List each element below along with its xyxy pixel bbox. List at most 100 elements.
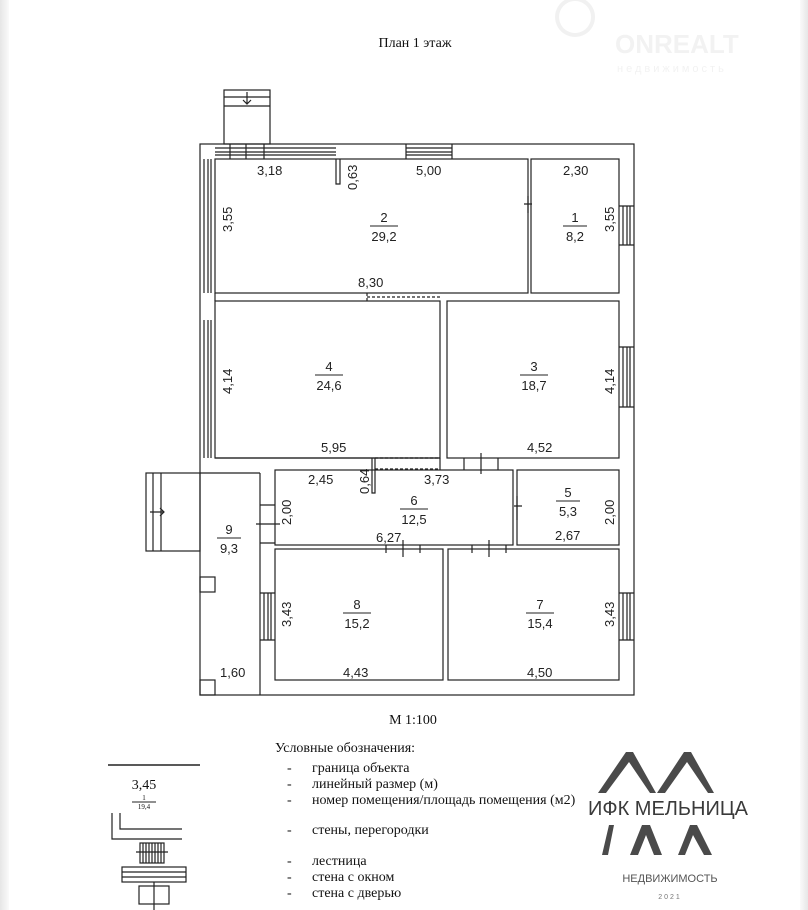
room-1-part: 1	[571, 210, 578, 225]
legend-item-walls: - стены, перегородки	[287, 823, 429, 838]
room-4-part: 24,6	[316, 378, 341, 393]
page-edge-left	[0, 0, 9, 910]
room-6: 612,5	[400, 493, 428, 527]
walls-part	[199, 143, 635, 696]
dimension-labels-part: 3,55	[602, 207, 617, 232]
dimension-labels-part: 3,55	[220, 207, 235, 232]
page-title: План 1 этаж	[379, 36, 452, 51]
stairs-left-part	[150, 473, 165, 551]
dimension-labels-part: 2,00	[602, 500, 617, 525]
logo-sub: НЕДВИЖИМОСТЬ	[622, 873, 717, 885]
legend-sample-room-area: 19,4	[138, 803, 151, 811]
stairs-left	[145, 472, 201, 552]
stairs-symbol	[136, 842, 168, 864]
room-labels: 18,2 229,2 318,7 424,6 55,3 612,5 715,4 …	[217, 210, 587, 631]
room-3: 318,7	[520, 359, 548, 393]
dimension-labels-part: 6,27	[376, 530, 401, 545]
room-2-part: 29,2	[371, 229, 396, 244]
windows-part	[203, 159, 212, 293]
watermark-pin-icon	[555, 0, 596, 37]
room-6-part: 12,5	[401, 512, 426, 527]
walls-part	[199, 576, 216, 593]
room-2: 229,2	[370, 210, 398, 244]
doors-part	[256, 504, 280, 544]
legend-item-dimension-part: -	[287, 777, 292, 792]
walls	[199, 143, 635, 696]
dimension-labels-part: 4,43	[343, 665, 368, 680]
room-5: 55,3	[556, 485, 580, 519]
doors-part	[385, 540, 421, 557]
legend-item-dimension: - линейный размер (м)	[287, 777, 438, 792]
legend-item-window: -стена с окном	[287, 870, 394, 885]
dimension-labels-part: 5,95	[321, 440, 346, 455]
legend-item-walls-part: стены, перегородки	[312, 823, 429, 838]
room-3-part: 3	[530, 359, 537, 374]
room-9-part: 9,3	[220, 541, 238, 556]
room-9-part: 9	[225, 522, 232, 537]
legend-item-dimension-part: линейный размер (м)	[312, 777, 438, 792]
legend-item-door: -стена с дверью	[287, 886, 401, 901]
dimension-labels-part: 2,67	[555, 528, 580, 543]
doors-part	[514, 496, 522, 520]
windows-part	[203, 320, 212, 458]
windows-part	[215, 144, 336, 159]
room-3-part: 18,7	[521, 378, 546, 393]
logo-mark-right	[657, 752, 714, 793]
room-5-part: 5	[564, 485, 571, 500]
legend-item-boundary-part: -	[287, 761, 292, 776]
stairs-top-part	[223, 89, 271, 145]
legend-item-stairs-part: -	[287, 854, 292, 869]
dimension-labels-part: 3,43	[602, 602, 617, 627]
doors	[256, 196, 532, 557]
legend-item-stairs-part: лестница	[312, 854, 367, 869]
room-7: 715,4	[526, 597, 554, 631]
legend-item-boundary: -граница объекта	[287, 761, 410, 776]
window-symbol-part	[122, 871, 186, 878]
legend-item-walls-part: -	[287, 823, 292, 838]
room-8-part: 8	[353, 597, 360, 612]
walls-part	[530, 158, 620, 294]
room-2-part: 2	[380, 210, 387, 225]
walls-part	[274, 469, 514, 546]
watermark-sub: недвижимость	[617, 63, 727, 75]
room-6-part: 6	[410, 493, 417, 508]
doors-part	[375, 457, 440, 470]
dimension-labels-part: 0,64	[357, 469, 372, 494]
room-9: 99,3	[217, 522, 241, 556]
stairs-symbol-part	[136, 843, 168, 863]
stairs-top-part	[224, 92, 270, 107]
doors-part	[366, 293, 440, 301]
room-4-part: 4	[325, 359, 332, 374]
legend-sample-room-number: 1	[142, 794, 146, 802]
logo-mark-bottom	[602, 825, 712, 855]
walls-part	[200, 293, 441, 695]
legend-item-window-part: -	[287, 870, 292, 885]
dimension-labels-part: 3,18	[257, 163, 282, 178]
dimension-labels-part: 4,50	[527, 665, 552, 680]
room-8-part: 15,2	[344, 616, 369, 631]
walls-part	[446, 300, 620, 459]
door-symbol	[138, 882, 170, 910]
walls-symbol	[111, 813, 182, 840]
dimension-labels-part: 0,63	[345, 165, 360, 190]
window-symbol	[121, 866, 187, 883]
company-logo: ИФК МЕЛЬНИЦА НЕДВИЖИМОСТЬ 2021	[588, 752, 749, 901]
legend-item-room-part: номер помещения/площадь помещения (м2)	[312, 793, 576, 808]
legend-item-stairs: - лестница	[287, 854, 367, 869]
dimension-labels-part: 4,14	[220, 369, 235, 394]
dimension-labels-part: 4,14	[602, 369, 617, 394]
dimension-labels-part: 3,43	[279, 602, 294, 627]
logo-mark-left	[598, 752, 656, 793]
dimension-labels-part: 8,30	[358, 275, 383, 290]
walls-part	[199, 679, 216, 696]
room-8: 815,2	[343, 597, 371, 631]
legend-item-door-part: -	[287, 886, 292, 901]
dimension-labels-part: 2,00	[279, 500, 294, 525]
legend-heading: Условные обозначения:	[275, 741, 415, 756]
legend-sample-dimension: 3,45	[132, 778, 157, 793]
scale-label: М 1:100	[389, 713, 437, 728]
legend-symbols: 3,45 1 19,4	[108, 764, 200, 910]
windows-part	[260, 592, 275, 641]
stairs-left-part	[145, 472, 201, 552]
